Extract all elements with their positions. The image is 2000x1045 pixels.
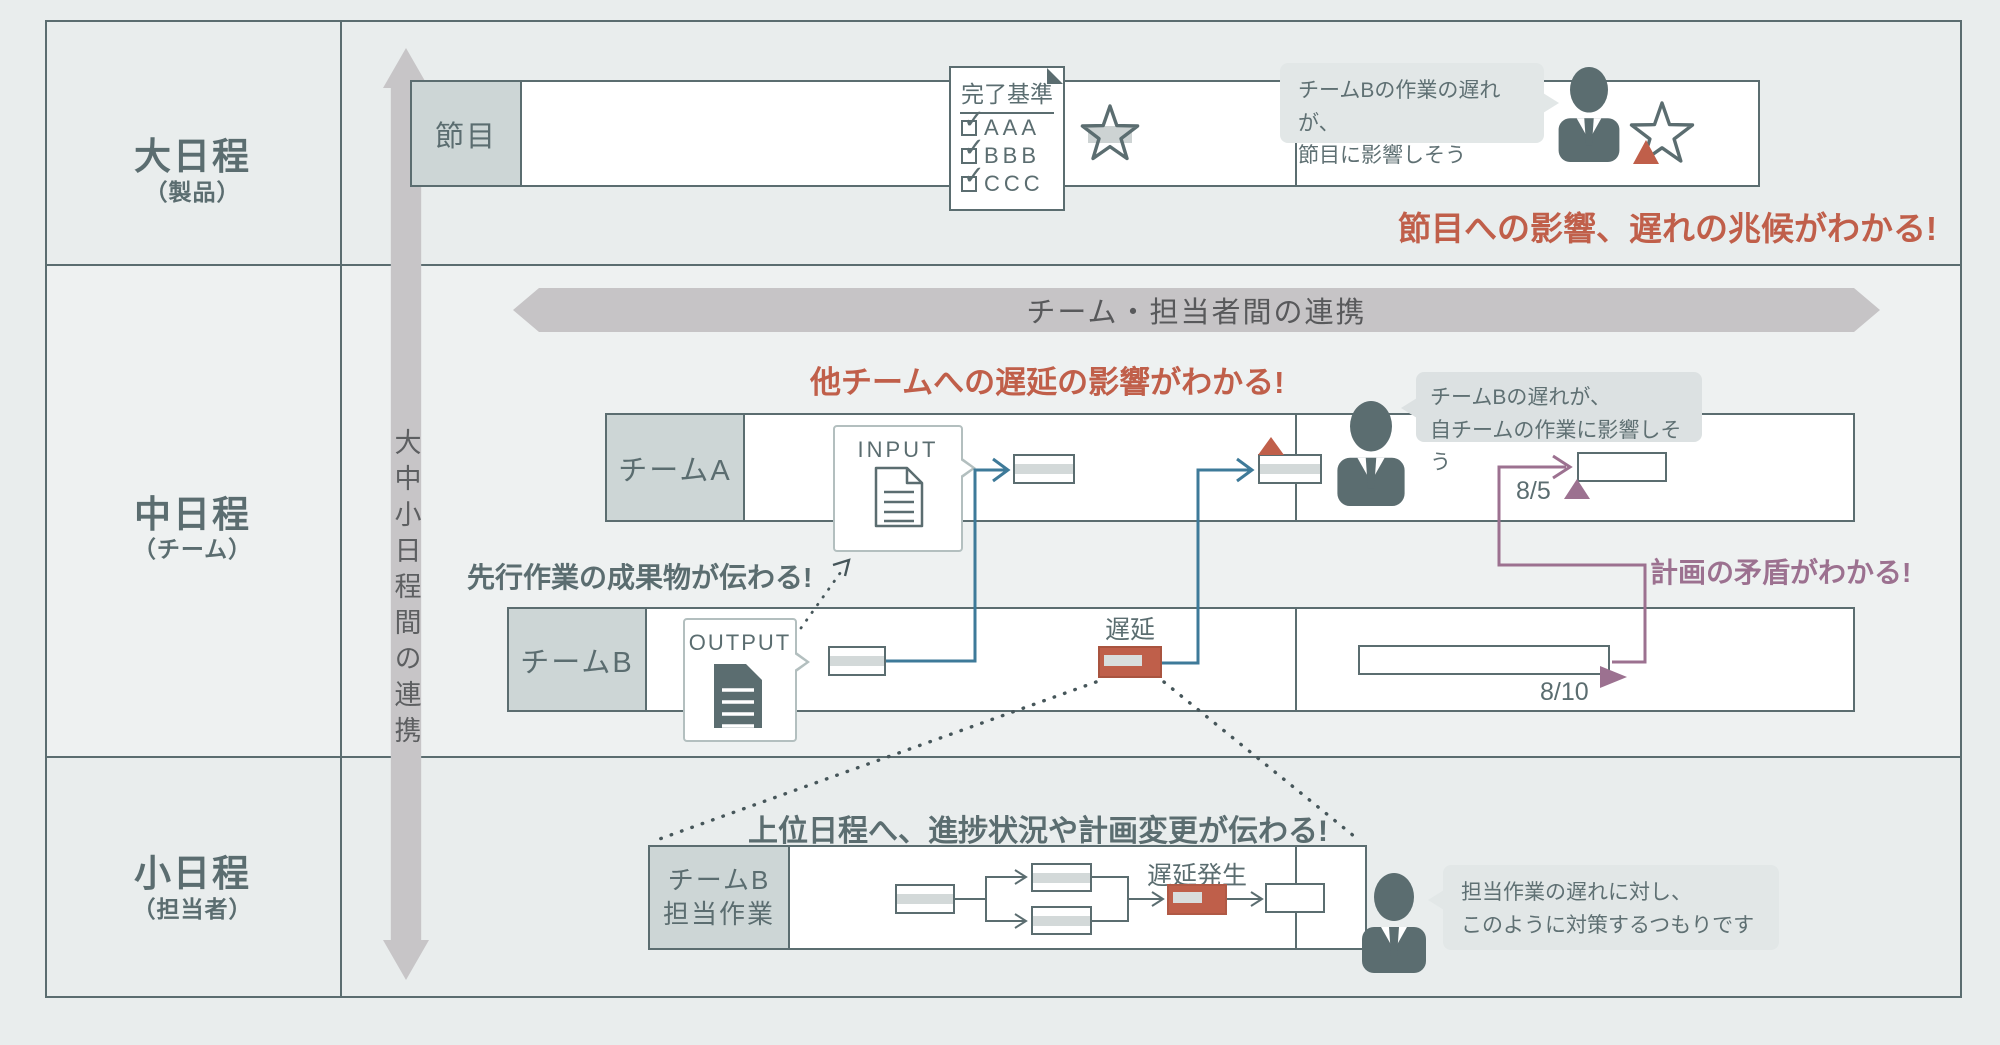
worker-task-bar xyxy=(1031,863,1092,892)
team-b-task-bar xyxy=(828,646,886,676)
criteria-item: ✓ AAA xyxy=(961,104,1041,140)
worker-delayed-bar xyxy=(1167,884,1227,915)
team-b-long-bar xyxy=(1358,645,1610,675)
checkbox-icon: ✓ xyxy=(961,132,985,164)
team-a-task-bar-delayed xyxy=(1258,454,1322,484)
label-large-sub: （製品） xyxy=(144,179,241,205)
checkbox-icon: ✓ xyxy=(961,104,985,136)
output-label: OUTPUT xyxy=(688,630,792,655)
outer-frame xyxy=(45,20,1962,998)
input-label: INPUT xyxy=(857,437,939,462)
row-divider-1 xyxy=(47,264,1960,266)
label-small-sub: （担当者） xyxy=(132,896,253,922)
schedule-link-label: 大中小日程間の連携 xyxy=(390,428,421,752)
team-b-label-cell: チームB xyxy=(507,607,647,712)
team-a-planned-bar xyxy=(1577,452,1667,482)
label-column-divider xyxy=(340,22,342,996)
team-collaboration-banner: チーム・担当者間の連携 xyxy=(513,288,1880,332)
input-bubble: INPUT xyxy=(833,425,976,552)
start-date-label: 8/5 xyxy=(1516,477,1551,505)
delay-impact-highlight: 他チームへの遅延の影響がわかる! xyxy=(810,365,1285,400)
escalation-note: 上位日程へ、進捗状況や計画変更が伝わる! xyxy=(748,815,1328,848)
team-a-task-bar xyxy=(1013,454,1075,484)
delay-label: 遅延 xyxy=(1104,616,1155,644)
worker-label-cell: チームB 担当作業 xyxy=(648,845,790,950)
completion-criteria-card: 完了基準 ✓ AAA ✓ BBB ✓ CCC xyxy=(949,66,1065,211)
deliverable-note: 先行作業の成果物が伝わる! xyxy=(467,562,813,593)
worker-plan-bubble: 担当作業の遅れに対し、 このように対策するつもりです xyxy=(1428,865,1779,950)
worker-task-bar xyxy=(895,884,955,914)
bubble-tail-icon xyxy=(1428,890,1444,910)
output-bubble: OUTPUT xyxy=(683,618,810,742)
delayed-task-bar xyxy=(1098,646,1162,678)
label-medium-schedule: 中日程 xyxy=(134,494,251,535)
plan-conflict-highlight: 計画の矛盾がわかる! xyxy=(1650,557,1912,588)
criteria-item: ✓ BBB xyxy=(961,132,1041,168)
label-small-schedule: 小日程 xyxy=(134,853,251,894)
worker-task-bar xyxy=(1265,883,1325,913)
worker-task-bar xyxy=(1031,906,1092,935)
team-a-warning-bubble: チームBの遅れが、 自チームの作業に影響しそう xyxy=(1401,372,1702,474)
milestone-impact-highlight: 節目への影響、遅れの兆候がわかる! xyxy=(1398,210,1937,247)
bubble-tail-icon xyxy=(1401,398,1417,418)
checkbox-icon: ✓ xyxy=(961,160,985,192)
milestone-warning-bubble: チームBの作業の遅れが、 節目に影響しそう xyxy=(1280,63,1559,167)
row-divider-2 xyxy=(47,756,1960,758)
label-large-schedule: 大日程 xyxy=(134,136,251,177)
label-medium-sub: （チーム） xyxy=(132,536,253,562)
finish-date-label: 8/10 xyxy=(1540,678,1589,706)
criteria-item: ✓ CCC xyxy=(961,160,1044,196)
bubble-tail-icon xyxy=(1543,93,1559,113)
team-b-grid-divider xyxy=(1295,609,1297,710)
milestone-label-cell: 節目 xyxy=(410,80,522,187)
team-a-label-cell: チームA xyxy=(605,413,745,522)
folded-corner-icon xyxy=(1047,68,1063,84)
criteria-title: 完了基準 xyxy=(960,75,1054,114)
